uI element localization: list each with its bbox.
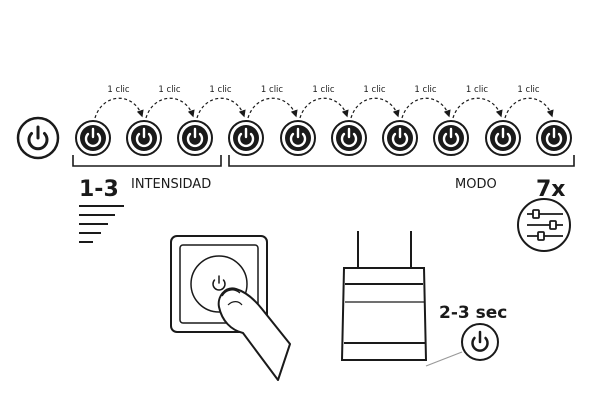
power-icon — [237, 127, 255, 148]
power-icon — [340, 127, 358, 148]
power-icon — [84, 127, 102, 148]
control-panel-illustration — [170, 235, 268, 333]
sequence-power-button — [75, 120, 111, 156]
click-arrow — [452, 97, 503, 119]
click-label: 1 clic — [466, 85, 489, 95]
mode-label: MODO — [455, 177, 497, 192]
settings-sliders-icon — [517, 198, 571, 252]
sequence-power-button — [177, 120, 213, 156]
intensity-levels-icon — [79, 205, 124, 243]
click-label: 1 clic — [158, 85, 181, 95]
sequence-power-button — [382, 120, 418, 156]
power-icon — [186, 127, 204, 148]
intensity-label: INTENSIDAD — [131, 177, 211, 192]
click-arrow — [145, 97, 195, 119]
device-leader-line — [425, 351, 463, 367]
click-label: 1 clic — [517, 85, 540, 95]
sequence-power-button — [228, 120, 264, 156]
intensity-bracket — [72, 155, 222, 167]
intensity-range: 1-3 — [79, 177, 119, 202]
hold-duration-label: 2-3 sec — [439, 303, 507, 323]
power-icon — [442, 127, 460, 148]
click-arrow — [350, 97, 400, 119]
click-arrow — [94, 97, 144, 119]
power-icon — [391, 127, 409, 148]
click-label: 1 clic — [363, 85, 386, 95]
start-power-button — [16, 116, 60, 160]
click-arrow — [196, 97, 246, 119]
sequence-power-button — [485, 120, 521, 156]
click-label: 1 clic — [261, 85, 284, 95]
power-icon — [135, 127, 153, 148]
click-label: 1 clic — [414, 85, 437, 95]
power-icon — [471, 330, 489, 352]
device-illustration — [340, 231, 428, 361]
sequence-power-button — [280, 120, 316, 156]
hold-power-button — [461, 323, 499, 361]
sequence-power-button — [126, 120, 162, 156]
sequence-power-button — [536, 120, 572, 156]
sequence-power-button — [331, 120, 367, 156]
click-arrow — [504, 97, 554, 119]
click-arrow — [401, 97, 451, 119]
finger-press-illustration — [217, 287, 291, 381]
power-icon — [545, 127, 563, 148]
power-icon — [289, 127, 307, 148]
press-sequence: 1 clic 1 clic 1 clic 1 clic 1 clic 1 clic 1 cl… — [75, 85, 572, 156]
power-icon — [212, 275, 226, 291]
sequence-power-button — [433, 120, 469, 156]
mode-count: 7x — [536, 177, 566, 202]
click-label: 1 clic — [209, 85, 232, 95]
click-label: 1 clic — [312, 85, 335, 95]
click-arrow — [247, 97, 298, 119]
click-arrow — [299, 97, 349, 119]
click-label: 1 clic — [107, 85, 130, 95]
power-icon — [494, 127, 512, 148]
power-icon — [27, 125, 49, 151]
mode-bracket — [228, 155, 575, 167]
